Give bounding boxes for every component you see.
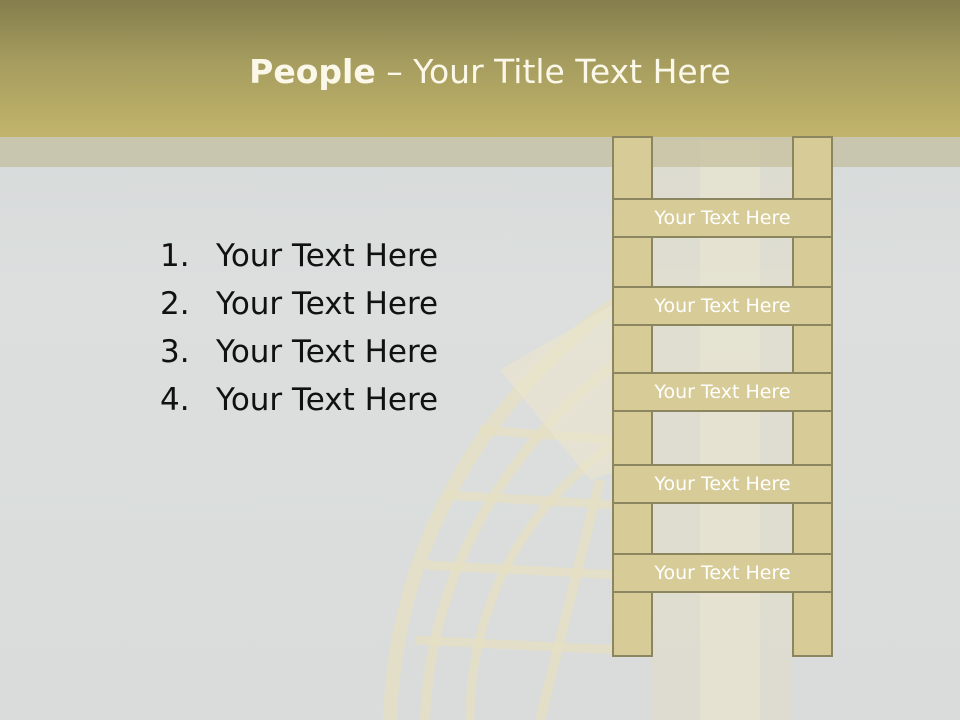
title-banner — [0, 0, 960, 137]
list-item: 2. Your Text Here — [160, 280, 438, 328]
ladder-rung-1: Your Text Here — [612, 198, 833, 238]
slide-title-rest: – Your Title Text Here — [375, 52, 731, 91]
ladder-rung-5: Your Text Here — [612, 553, 833, 593]
list-item-text: Your Text Here — [216, 334, 439, 370]
ladder-rung-3: Your Text Here — [612, 372, 833, 412]
list-item: 4. Your Text Here — [160, 376, 438, 424]
list-item-number: 2. — [160, 286, 190, 322]
ladder-rung-4: Your Text Here — [612, 464, 833, 504]
list-item-number: 1. — [160, 238, 190, 274]
list-item: 1. Your Text Here — [160, 232, 438, 280]
list-item: 3. Your Text Here — [160, 328, 438, 376]
list-item-number: 3. — [160, 334, 190, 370]
numbered-list: 1. Your Text Here 2. Your Text Here 3. Your… — [160, 232, 438, 424]
list-item-text: Your Text Here — [216, 238, 439, 274]
ladder-rung-2: Your Text Here — [612, 286, 833, 326]
slide-title: People – Your Title Text Here — [0, 52, 960, 91]
slide-title-bold: People — [249, 52, 376, 91]
list-item-number: 4. — [160, 382, 190, 418]
list-item-text: Your Text Here — [216, 286, 439, 322]
list-item-text: Your Text Here — [216, 382, 439, 418]
